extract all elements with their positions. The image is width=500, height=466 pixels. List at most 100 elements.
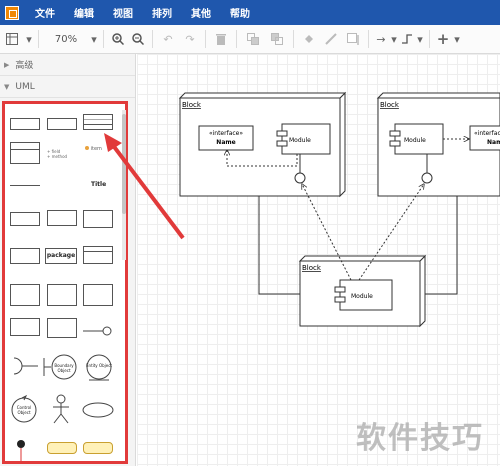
chevron-down-icon[interactable]: ▾: [417, 32, 423, 46]
section-advanced[interactable]: ▶ 高级: [0, 54, 135, 76]
shape-lifeline-box-3[interactable]: [83, 284, 113, 306]
shape-class-box[interactable]: [10, 142, 40, 164]
shape-actor[interactable]: [49, 394, 73, 426]
undo-icon[interactable]: ↶: [163, 32, 173, 46]
to-back-icon[interactable]: [265, 25, 289, 54]
waypoint-style-icon[interactable]: [399, 25, 415, 54]
arrow-head-icon: [104, 133, 122, 152]
shape-state-box[interactable]: [10, 318, 40, 336]
module-box-bottom[interactable]: [339, 279, 393, 311]
chevron-down-icon[interactable]: ▾: [91, 32, 97, 46]
shape-package[interactable]: package: [45, 248, 77, 264]
block-right-label: Block: [380, 101, 400, 109]
interface-right-stereotype: «interface»: [474, 130, 500, 137]
menu-arrange[interactable]: 排列: [152, 9, 172, 20]
redo-icon[interactable]: ↷: [185, 32, 195, 46]
connector-right[interactable]: [425, 196, 458, 295]
chevron-down-icon: ▼: [4, 82, 10, 91]
menu-extras[interactable]: 其他: [191, 9, 211, 20]
port-left-icon: [294, 172, 306, 184]
menu-file[interactable]: 文件: [35, 9, 55, 20]
shape-object[interactable]: [10, 118, 40, 130]
shape-lifeline-box[interactable]: [10, 284, 40, 306]
shape-attribute-list[interactable]: + field+ method: [47, 149, 68, 159]
shape-boundary-object[interactable]: [43, 354, 79, 382]
shape-use-case[interactable]: [82, 402, 114, 420]
zoom-in-icon[interactable]: [108, 25, 128, 54]
interface-left-name: Name: [216, 139, 235, 146]
dependency-edge-left[interactable]: [302, 184, 352, 281]
toolbar: ▾ 70% ▾ ↶ ↷ → ▾ ▾ + ▾: [0, 25, 500, 54]
boundary-object-label: Boundary Object: [54, 363, 74, 373]
shape-note[interactable]: [10, 212, 40, 226]
delete-icon[interactable]: [210, 25, 232, 54]
module-box-right[interactable]: [394, 123, 444, 155]
interface-right-name: Name: [487, 139, 500, 146]
chevron-down-icon[interactable]: ▾: [391, 32, 397, 46]
watermark: 软件技巧: [356, 421, 484, 456]
chevron-down-icon[interactable]: ▾: [454, 32, 460, 46]
shape-title[interactable]: Title: [91, 181, 107, 188]
shapes-sidebar: ▶ 高级 ▼ UML + field+ method item Title pa…: [0, 54, 136, 466]
diagram-canvas[interactable]: Block «interface» Name Module Block Modu…: [137, 54, 500, 466]
shape-initial-state[interactable]: [16, 439, 26, 465]
port-right-icon: [421, 172, 433, 184]
to-front-icon[interactable]: [241, 25, 265, 54]
block-node-left[interactable]: Block «interface» Name Module: [178, 91, 347, 198]
shape-divider-line[interactable]: [10, 185, 40, 186]
connector-left[interactable]: [258, 196, 300, 295]
toolbar-divider: [293, 30, 294, 48]
module-right-label: Module: [404, 137, 426, 144]
block-left-label: Block: [182, 101, 202, 109]
menu-view[interactable]: 视图: [113, 9, 133, 20]
shape-lifeline-box-2[interactable]: [47, 284, 77, 306]
shape-control-object[interactable]: [9, 394, 39, 426]
section-uml-label: UML: [15, 81, 35, 92]
shape-package-box[interactable]: [83, 246, 113, 264]
section-advanced-label: 高级: [15, 61, 34, 71]
shape-class-sections[interactable]: [83, 114, 113, 130]
shape-frame[interactable]: [47, 210, 77, 226]
menu-edit[interactable]: 编辑: [74, 9, 94, 20]
interface-box-right[interactable]: [469, 125, 500, 151]
palette-scrollbar-thumb[interactable]: [122, 114, 126, 214]
dependency-edge-right[interactable]: [358, 184, 424, 281]
connection-style-icon[interactable]: →: [376, 32, 386, 46]
shape-entity-object[interactable]: [85, 354, 113, 384]
zoom-level[interactable]: 70%: [54, 33, 78, 45]
insert-icon[interactable]: +: [436, 30, 450, 48]
toolbar-divider: [205, 30, 206, 48]
line-color-icon[interactable]: [320, 25, 342, 54]
uml-shape-palette: + field+ method item Title package Bound…: [2, 101, 128, 464]
menu-help[interactable]: 帮助: [230, 9, 250, 20]
shape-provided-interface[interactable]: [10, 356, 40, 378]
toolbar-divider: [429, 30, 430, 48]
shape-action[interactable]: [47, 442, 77, 454]
zoom-out-icon[interactable]: [128, 25, 148, 54]
block-node-bottom[interactable]: Block Module: [298, 254, 427, 328]
shape-node[interactable]: [83, 210, 113, 228]
module-box-left[interactable]: [281, 123, 331, 155]
module-bottom-label: Module: [351, 293, 373, 300]
menubar: 文件 编辑 视图 排列 其他 帮助: [0, 0, 500, 25]
entity-object-label: Entity Object: [86, 363, 112, 368]
section-uml[interactable]: ▼ UML: [0, 76, 135, 98]
fill-color-icon[interactable]: [298, 25, 320, 54]
toolbar-divider: [236, 30, 237, 48]
interface-left-stereotype: «interface»: [209, 130, 243, 137]
chevron-right-icon: ▶: [4, 60, 10, 69]
shape-classname[interactable]: [47, 118, 77, 130]
panel-toggle-icon[interactable]: [0, 25, 24, 54]
toolbar-divider: [103, 30, 104, 48]
shadow-icon[interactable]: [342, 25, 364, 54]
block-node-right[interactable]: Block Module «interface» Name: [376, 92, 500, 197]
toolbar-divider: [152, 30, 153, 48]
chevron-down-icon[interactable]: ▾: [26, 32, 32, 46]
shape-lollipop[interactable]: [83, 326, 113, 336]
shape-interface-small[interactable]: item: [85, 146, 102, 152]
toolbar-divider: [368, 30, 369, 48]
shape-activity-box[interactable]: [47, 318, 77, 338]
shape-component[interactable]: [10, 248, 40, 264]
shape-action-2[interactable]: [83, 442, 113, 454]
